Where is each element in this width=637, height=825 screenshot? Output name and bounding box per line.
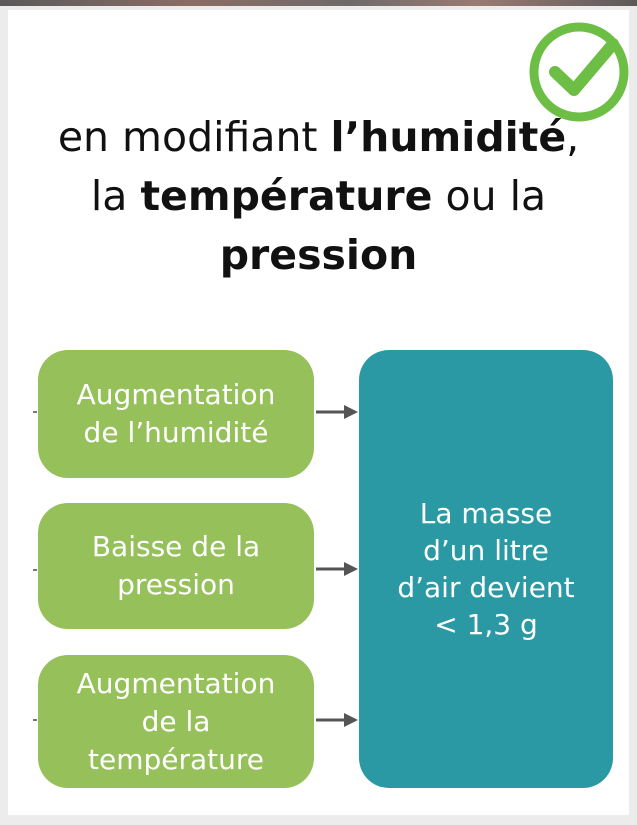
arrow-right-icon bbox=[316, 562, 358, 576]
connector-stub bbox=[33, 411, 37, 413]
title-line-3: pression bbox=[219, 231, 418, 279]
result-label: d’un litre bbox=[423, 534, 549, 567]
result-box: La masse d’un litre d’air devient < 1,3 … bbox=[359, 350, 613, 788]
connector-stub bbox=[33, 569, 37, 571]
cause-label: de l’humidité bbox=[83, 416, 269, 449]
result-label: La masse bbox=[419, 497, 553, 530]
cause-box-temperature: Augmentation de la température bbox=[38, 655, 314, 788]
cause-label: Baisse de la bbox=[91, 530, 261, 563]
cause-label: Augmentation bbox=[76, 378, 276, 411]
cause-effect-diagram: Augmentation de l’humidité Baisse de la … bbox=[0, 340, 637, 800]
arrow-right-icon bbox=[316, 713, 358, 727]
top-image-strip bbox=[0, 0, 637, 6]
cause-label: pression bbox=[117, 568, 235, 601]
result-label: d’air devient bbox=[397, 571, 575, 604]
cause-box-humidity: Augmentation de l’humidité bbox=[38, 350, 314, 478]
title-line-1: en modifiant l’humidité, bbox=[57, 113, 580, 161]
page-title: en modifiant l’humidité, la température … bbox=[0, 108, 637, 285]
cause-label: Augmentation bbox=[76, 666, 276, 700]
cause-box-pressure: Baisse de la pression bbox=[38, 503, 314, 629]
cause-label: de la bbox=[141, 704, 211, 738]
arrow-right-icon bbox=[316, 405, 358, 419]
title-line-2: la température ou la bbox=[90, 172, 547, 220]
result-label: < 1,3 g bbox=[434, 608, 538, 641]
connector-stub bbox=[33, 719, 37, 721]
checkmark-icon bbox=[529, 22, 629, 122]
cause-label: température bbox=[87, 742, 264, 776]
